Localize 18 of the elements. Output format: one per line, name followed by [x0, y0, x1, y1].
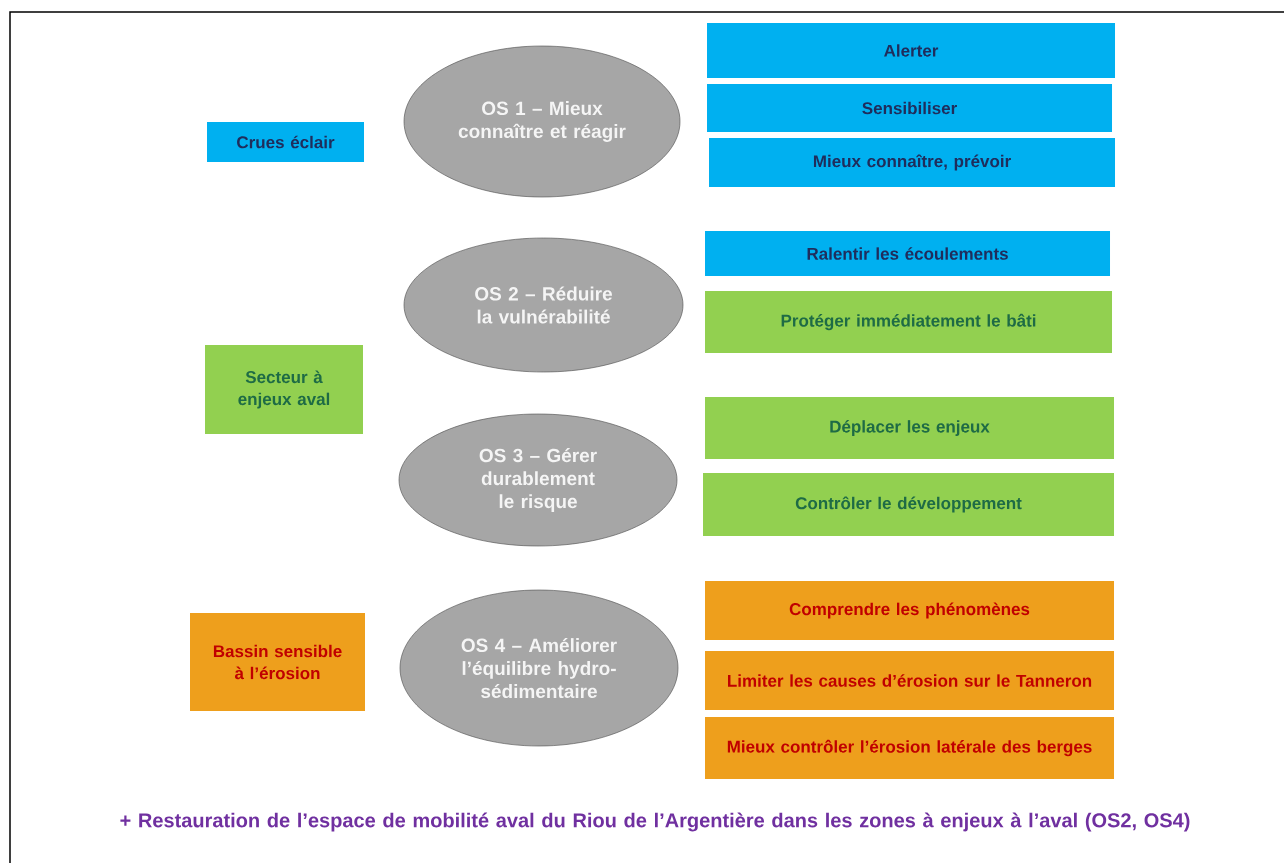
- ellipse-node: OS 2 – Réduire la vulnérabilité: [403, 237, 684, 373]
- action-box: Contrôler le développement: [703, 473, 1114, 536]
- action-box: Alerter: [707, 23, 1115, 78]
- action-box: Protéger immédiatement le bâti: [705, 291, 1112, 353]
- action-box: Comprendre les phénomènes: [705, 581, 1114, 640]
- ellipse-node: OS 4 – Améliorer l’équilibre hydro-sédimentaire: [399, 589, 679, 747]
- category-box: Bassin sensible à l’érosion: [190, 613, 365, 711]
- action-box: Déplacer les enjeux: [705, 397, 1114, 459]
- action-box: Sensibiliser: [707, 84, 1112, 132]
- action-box: Mieux connaître, prévoir: [709, 138, 1115, 187]
- caption: + Restauration de l’espace de mobilité aval du Riou de l’Argentière dans les zones à enjeux à l’aval (OS2, OS4): [120, 812, 1190, 832]
- ellipse-node: OS 3 – Gérer durablement le risque: [398, 413, 678, 547]
- action-box: Limiter les causes d’érosion sur le Tanneron: [705, 651, 1114, 710]
- action-box: Ralentir les écoulements: [705, 231, 1110, 276]
- action-box: Mieux contrôler l’érosion latérale des berges: [705, 717, 1114, 779]
- category-box: Secteur à enjeux aval: [205, 345, 363, 434]
- ellipse-node: OS 1 – Mieux connaître et réagir: [403, 45, 681, 198]
- category-box: Crues éclair: [207, 122, 364, 162]
